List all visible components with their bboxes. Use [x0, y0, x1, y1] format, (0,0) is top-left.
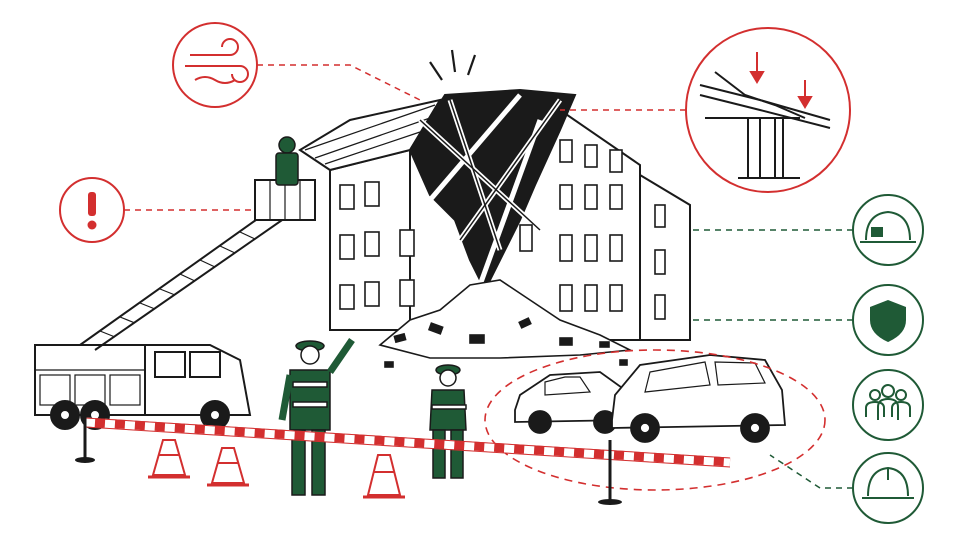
traffic-cone — [363, 454, 405, 499]
damaged-building — [298, 49, 691, 341]
rubble-pile — [378, 279, 633, 368]
shield-callout — [690, 284, 924, 356]
wind-callout — [172, 22, 421, 108]
roof-detail-callout — [560, 27, 851, 193]
danger-zone-outline — [484, 349, 826, 491]
shield-icon — [870, 300, 906, 342]
barrier-posts — [83, 415, 612, 500]
impact-marks — [429, 49, 477, 81]
helmet-callout — [690, 194, 924, 266]
windows — [339, 139, 666, 320]
traffic-cone — [148, 439, 190, 479]
firefighter-helmet-icon — [860, 210, 916, 243]
firefighter-standing — [429, 364, 467, 479]
people-callout — [852, 369, 924, 441]
aerial-ladder — [79, 209, 286, 351]
alert-callout — [59, 177, 255, 243]
firefighter-in-basket — [275, 136, 299, 186]
hardhat-callout — [769, 452, 924, 524]
traffic-cone — [207, 447, 249, 487]
hard-hat-icon — [862, 466, 914, 499]
exclamation-icon — [87, 192, 97, 230]
fire-truck — [34, 344, 252, 430]
police-officer — [278, 338, 355, 496]
wind-icon — [185, 38, 249, 84]
ladder-basket — [254, 179, 316, 221]
car-left — [514, 371, 632, 434]
barrier-tape — [84, 417, 731, 468]
people-group-icon — [865, 384, 911, 420]
car-right-suv — [611, 354, 786, 443]
roof-collapse-detail-icon — [699, 71, 831, 179]
